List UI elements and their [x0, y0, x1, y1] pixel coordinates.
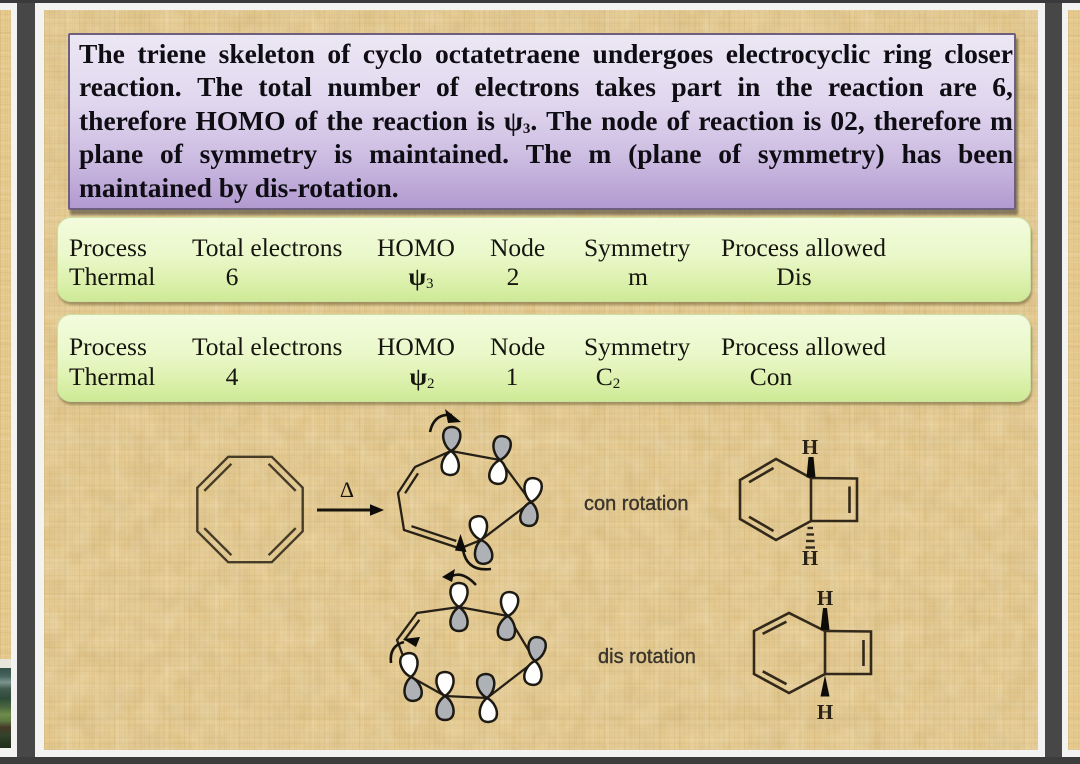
svg-text:H: H — [817, 586, 833, 610]
svg-text:H: H — [817, 700, 833, 724]
svg-text:H: H — [802, 435, 818, 459]
svg-text:con rotation: con rotation — [584, 493, 689, 515]
svg-text:Δ: Δ — [340, 477, 354, 502]
svg-text:dis rotation: dis rotation — [598, 646, 696, 668]
svg-text:H: H — [802, 546, 818, 570]
